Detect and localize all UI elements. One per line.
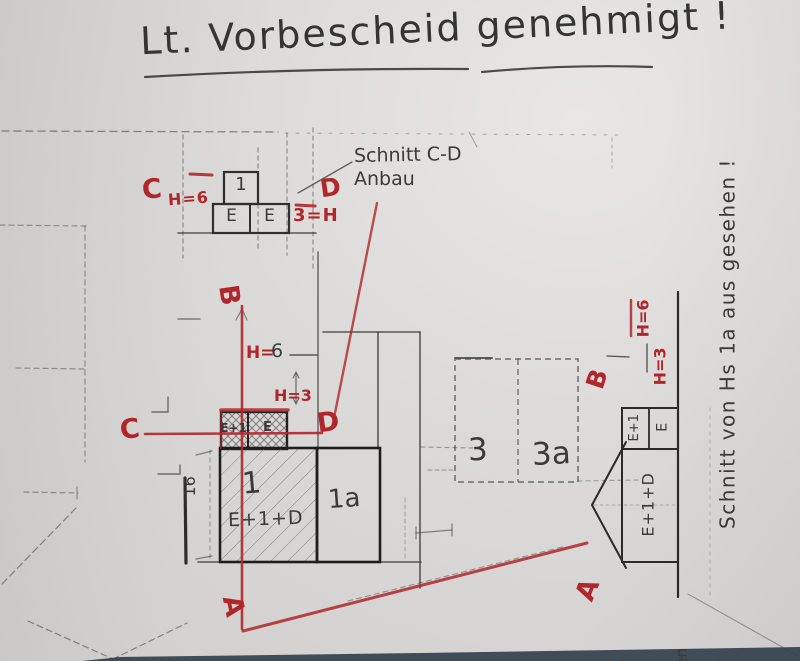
side-view-label-h6: H=6 — [633, 299, 653, 338]
boundary-dashed-top-right — [284, 132, 619, 136]
plan-label-six: 6 — [271, 340, 284, 362]
side-view-roof-line-2 — [591, 504, 627, 569]
plan-label-h3: H=3 — [274, 386, 312, 405]
building-1-outline — [218, 446, 319, 564]
side-view-annex-upper-label: E+1 — [627, 414, 643, 442]
side-view-caption: Schnitt von Hs 1a aus gesehen ! — [715, 158, 740, 529]
plan-label-h-eq: H= — [246, 343, 275, 363]
building-3-label: 3 — [467, 431, 489, 469]
plan-annex-upper-label: E+1 — [220, 421, 247, 435]
section-line-c-d — [143, 431, 324, 436]
plan-label-b: B — [212, 282, 246, 308]
neighbor-step-1 — [151, 396, 169, 413]
front-garden-line-1: Vor- — [612, 634, 632, 661]
red-sightline — [241, 541, 589, 633]
title-underline-1 — [143, 67, 470, 79]
side-view-annex-ground-label: E — [654, 422, 671, 432]
plan-dim-16-label: 16 — [179, 476, 199, 497]
boundary-diagonal-bottom-right — [687, 593, 800, 658]
top-view-label-3h: 3=H — [293, 205, 339, 226]
building-3-outline — [454, 358, 579, 483]
boundary-diagonal-left — [1, 507, 77, 585]
building-3a-label: 3a — [531, 435, 572, 473]
top-view-roof-label: 1 — [235, 174, 247, 195]
building-1-label: 1 — [240, 465, 263, 502]
side-view-house-outline — [621, 448, 679, 563]
building-1a-outline — [315, 446, 382, 564]
side-view-roof-line-1 — [591, 441, 627, 506]
note-line-1: Schnitt C-D — [353, 143, 462, 167]
front-garden-line-2: garten — [672, 634, 692, 661]
dim-16-line — [183, 476, 188, 565]
note-leader-line — [297, 161, 353, 194]
side-view-house-floors-label: E+1+D — [638, 472, 658, 537]
top-view-label-d: D — [317, 171, 343, 204]
top-view-label-c: C — [140, 173, 164, 206]
title-underline-2 — [480, 65, 654, 74]
note-line-2: Anbau — [354, 168, 415, 190]
top-view-e-right: E — [264, 206, 275, 226]
building-1a-label: 1a — [326, 482, 362, 516]
boundary-dashed-top-left — [1, 130, 279, 133]
side-view-label-h3: H=3 — [650, 347, 670, 386]
top-view-e-left: E — [226, 206, 237, 226]
plan-label-d: D — [314, 405, 342, 440]
red-leader-to-d — [330, 201, 379, 430]
top-view-label-h6: H=6 — [167, 187, 210, 210]
building-1-floors-label: E+1+D — [227, 506, 304, 532]
scan-edge-shadow — [82, 647, 800, 661]
plan-label-c: C — [118, 413, 142, 446]
front-garden-label: Vor- garten — [572, 634, 732, 661]
neighbor-step-2 — [157, 464, 181, 475]
plan-annex-ground-label: E — [263, 420, 272, 435]
boundary-diagonal-bottom — [347, 545, 567, 602]
